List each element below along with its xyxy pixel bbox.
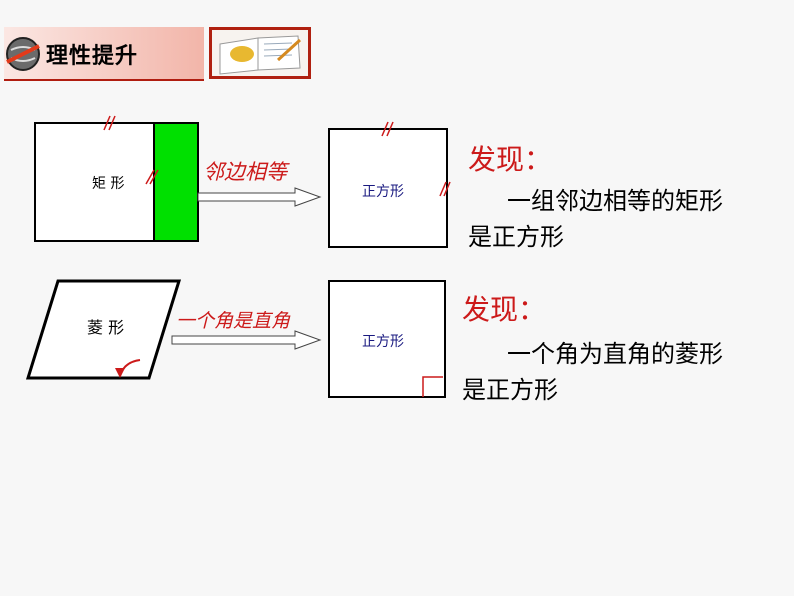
globe-icon [6, 37, 40, 71]
open-book-icon [219, 35, 302, 75]
page-title: 理性提升 [46, 44, 139, 69]
green-strip [153, 122, 199, 242]
right-angle-marker [422, 376, 443, 397]
arrow-1 [197, 187, 322, 207]
book-illustration [209, 27, 311, 79]
finding-line1-2: 一个角为直角的菱形 [507, 340, 723, 368]
equal-tick-square-top [381, 121, 394, 137]
square-label-1: 正方形 [362, 184, 404, 200]
finding-line1-1: 一组邻边相等的矩形 [507, 187, 723, 215]
condition-label-2: 一个角是直角 [176, 310, 291, 332]
rhombus-label: 菱 形 [87, 318, 125, 337]
arrow-2 [171, 330, 322, 350]
arc-arrowhead [115, 368, 125, 378]
finding-heading-1: 发现： [468, 143, 553, 176]
finding-line2-2: 是正方形 [462, 376, 558, 404]
rhombus-shape [25, 279, 182, 380]
equal-tick-square-side [439, 181, 451, 197]
square-shape-1 [328, 128, 448, 248]
finding-heading-2: 发现： [462, 293, 547, 326]
equal-tick-top [103, 115, 116, 131]
square-label-2: 正方形 [362, 334, 404, 350]
condition-label-1: 邻边相等 [203, 160, 287, 184]
rectangle-label: 矩 形 [92, 176, 125, 192]
equal-tick-side [145, 169, 159, 185]
finding-line2-1: 是正方形 [468, 223, 564, 251]
